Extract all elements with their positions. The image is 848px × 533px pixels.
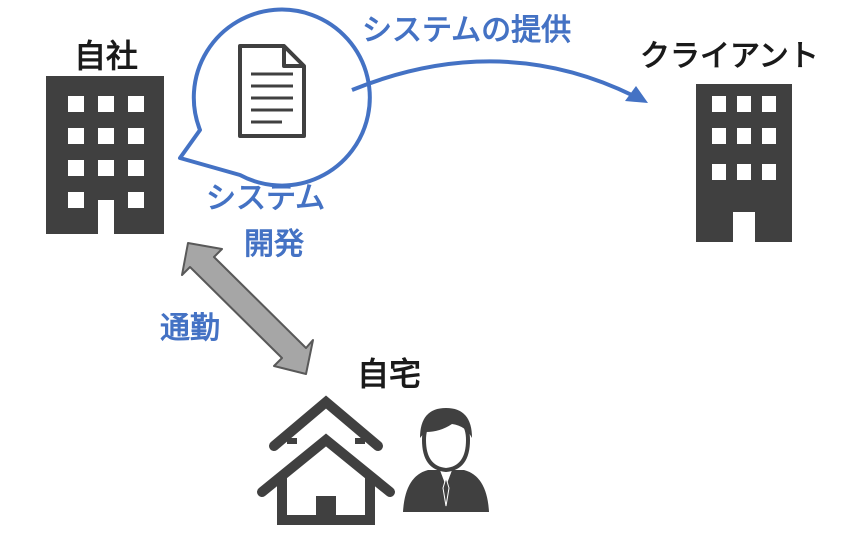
office-building-icon <box>46 76 164 234</box>
commute-arrow <box>181 242 314 375</box>
house-icon <box>257 395 395 525</box>
system-provision-label: システムの提供 <box>362 13 572 48</box>
client-label: クライアント <box>640 39 819 74</box>
provision-arrow <box>351 59 648 103</box>
person-icon <box>403 408 489 512</box>
system-development-label-line1: システム <box>206 181 326 216</box>
home-label: 自宅 <box>357 355 422 393</box>
commute-label: 通勤 <box>160 311 220 346</box>
client-building-icon <box>696 84 792 242</box>
speech-bubble <box>178 7 372 188</box>
document-icon <box>238 44 306 138</box>
own-company-label: 自社 <box>74 37 139 75</box>
system-development-label-line2: 開発 <box>244 227 304 262</box>
